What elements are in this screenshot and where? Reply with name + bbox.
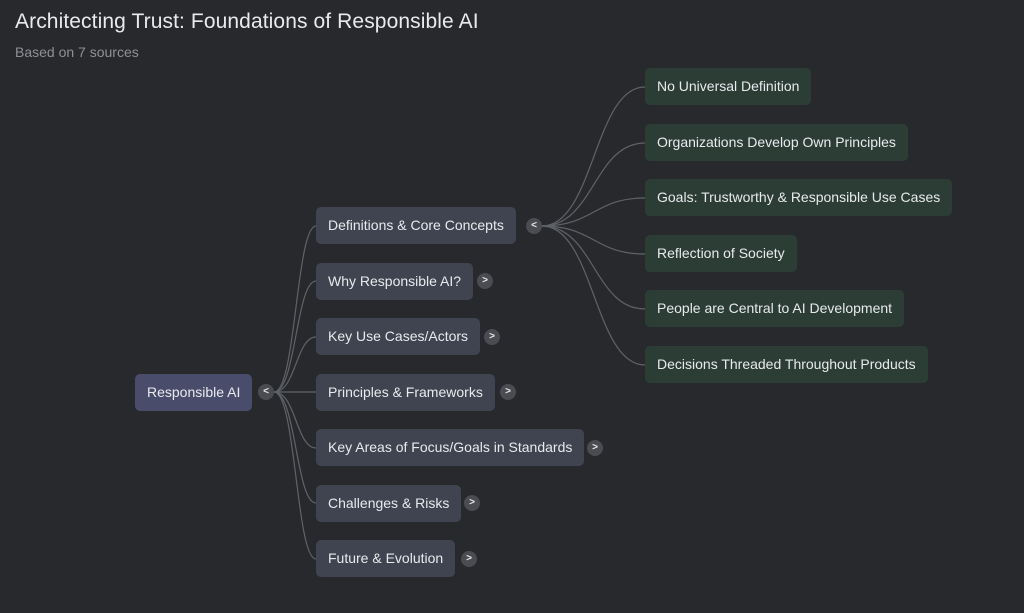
connector-line [273, 391, 317, 449]
leaf-goals-trustworthy-use-cases[interactable]: Goals: Trustworthy & Responsible Use Cas… [645, 179, 953, 216]
sources-count: Based on 7 sources [15, 44, 139, 60]
expand-why-responsible-ai-toggle-icon[interactable]: > [477, 273, 493, 289]
expand-key-use-cases-toggle-icon[interactable]: > [484, 329, 500, 345]
branch-why-responsible-ai[interactable]: Why Responsible AI? [316, 263, 474, 300]
connector-line [541, 225, 646, 310]
branch-future-evolution[interactable]: Future & Evolution [316, 540, 456, 577]
expand-key-areas-toggle-icon[interactable]: > [587, 440, 603, 456]
leaf-no-universal-definition[interactable]: No Universal Definition [645, 68, 812, 105]
connector-line [273, 391, 317, 560]
leaf-decisions-threaded[interactable]: Decisions Threaded Throughout Products [645, 346, 928, 383]
connector-line [541, 225, 646, 366]
connector-line [273, 280, 317, 393]
branch-challenges-risks[interactable]: Challenges & Risks [316, 485, 462, 522]
connector-line [541, 142, 646, 227]
connector-line [273, 336, 317, 393]
expand-challenges-toggle-icon[interactable]: > [464, 495, 480, 511]
leaf-organizations-develop-own-principles[interactable]: Organizations Develop Own Principles [645, 124, 908, 161]
branch-key-areas-of-focus[interactable]: Key Areas of Focus/Goals in Standards [316, 429, 585, 466]
expand-future-toggle-icon[interactable]: > [461, 551, 477, 567]
page-title: Architecting Trust: Foundations of Respo… [15, 10, 479, 33]
expand-principles-toggle-icon[interactable]: > [500, 384, 516, 400]
connector-line [273, 391, 317, 504]
root-node-responsible-ai[interactable]: Responsible AI [135, 374, 253, 411]
connector-line [541, 225, 646, 255]
branch-key-use-cases-actors[interactable]: Key Use Cases/Actors [316, 318, 481, 355]
branch-principles-frameworks[interactable]: Principles & Frameworks [316, 374, 495, 411]
leaf-people-are-central[interactable]: People are Central to AI Development [645, 290, 905, 327]
connector-line [541, 197, 646, 227]
branch-definitions-core-concepts[interactable]: Definitions & Core Concepts [316, 207, 516, 244]
connector-line [541, 86, 646, 227]
collapse-definitions-toggle-icon[interactable]: < [526, 218, 542, 234]
leaf-reflection-of-society[interactable]: Reflection of Society [645, 235, 797, 272]
connector-line [273, 225, 317, 393]
collapse-root-toggle-icon[interactable]: < [258, 384, 274, 400]
